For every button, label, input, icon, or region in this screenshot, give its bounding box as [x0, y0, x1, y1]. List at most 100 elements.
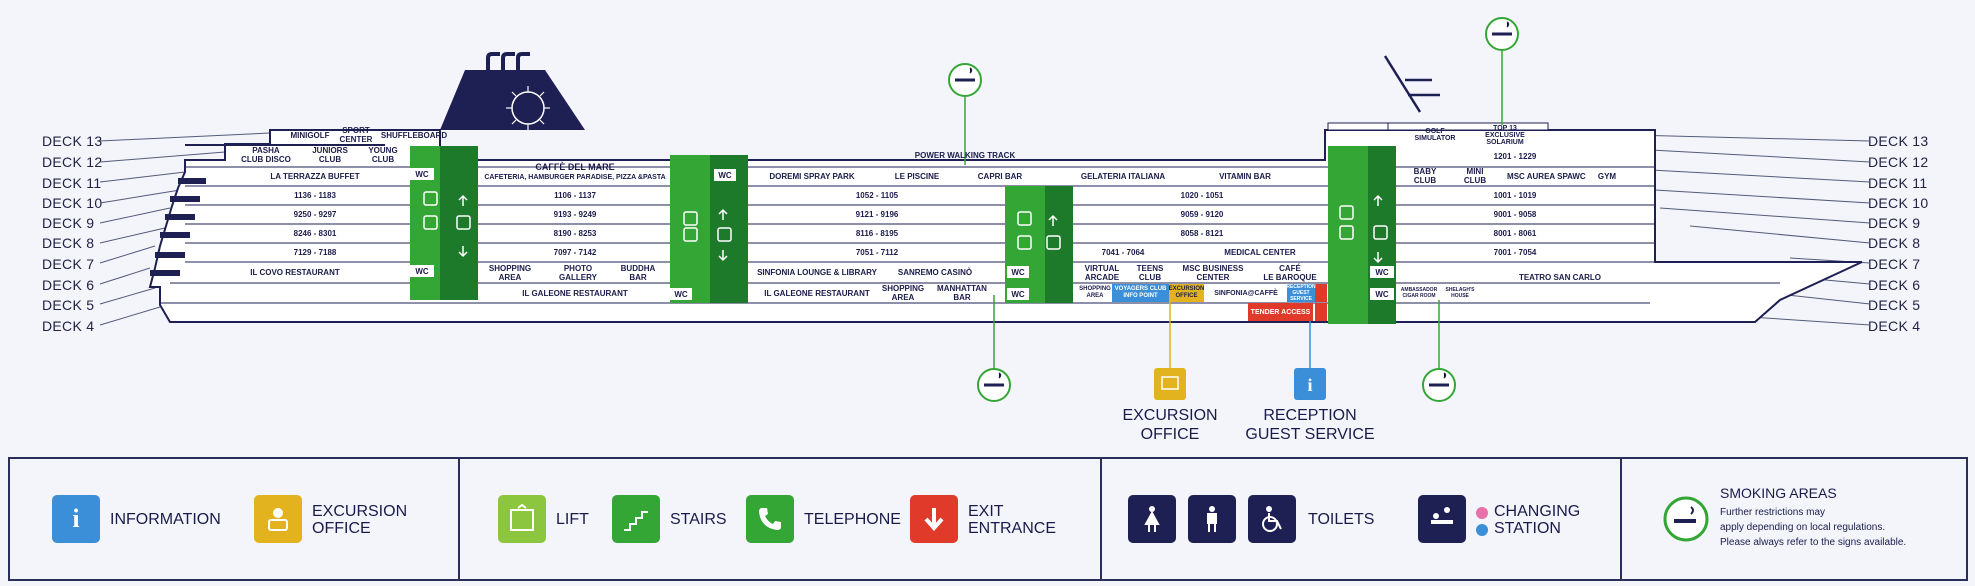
- deck-label: DECK 4: [1868, 318, 1921, 334]
- cabin-range: 7051 - 7112: [855, 248, 899, 257]
- wc-tag: WC: [410, 168, 434, 180]
- legend-stairs-label: STAIRS: [670, 511, 727, 528]
- cabin-range: 8116 - 8195: [855, 229, 899, 238]
- wc-tag: WC: [1007, 288, 1029, 300]
- zone-teens-club: TEENS CLUB: [1136, 263, 1164, 282]
- zone-shopping-area: SHOPPING AREA: [1079, 286, 1111, 299]
- callout-reception: RECEPTION GUEST SERVICE: [1245, 407, 1375, 443]
- deck-label: DECK 12: [1868, 154, 1929, 170]
- deck-label: DECK 10: [1868, 195, 1929, 211]
- zone-voyagers-club: VOYAGERS CLUB INFO POINT: [1114, 286, 1167, 299]
- legend-smoking-title: SMOKING AREAS: [1720, 485, 1837, 501]
- excursion-icon: [1154, 368, 1186, 400]
- cabin-range: 7001 - 7054: [1493, 248, 1537, 257]
- deck-label: DECK 5: [42, 297, 95, 313]
- deck-label: DECK 6: [42, 277, 95, 293]
- zone-cafe-le-baroque: CAFÉ LE BAROQUE: [1263, 263, 1317, 282]
- cabin-range: 8058 - 8121: [1180, 229, 1224, 238]
- wc-tag: WC: [714, 169, 736, 181]
- wc-tag: WC: [1370, 266, 1394, 278]
- cabin-range: 8190 - 8253: [553, 229, 597, 238]
- zone-sinfonia-caffe: SINFONIA@CAFFÈ: [1214, 289, 1278, 297]
- cabin-range: 9250 - 9297: [293, 210, 337, 219]
- cabin-range: 8001 - 8061: [1493, 229, 1537, 238]
- voyagers-block: [1112, 284, 1169, 302]
- zone-caffe-subtitle: CAFETERIA, HAMBURGER PARADISE, PIZZA &PA…: [484, 173, 666, 181]
- exit-block: [1315, 303, 1327, 321]
- zone-aurea-spa: MSC AUREA SPA: [1507, 171, 1573, 181]
- zone-shelaghs-house: SHELAGH'S HOUSE: [1445, 287, 1475, 299]
- cabin-range: 1020 - 1051: [1180, 191, 1224, 200]
- zone-ambassador-cigar: AMBASSADOR CIGAR ROOM: [1400, 287, 1438, 299]
- legend-smoking-note: Further restrictions may: [1720, 507, 1826, 518]
- no-smoking-icon: [1663, 496, 1709, 542]
- callout-excursion-office: EXCURSION OFFICE: [1122, 407, 1218, 443]
- legend-divider: [1100, 459, 1102, 579]
- zone-tender-access: TENDER ACCESS: [1250, 308, 1311, 316]
- zone-galeone-restaurant: IL GALEONE RESTAURANT: [522, 289, 628, 298]
- zone-medical-center: MEDICAL CENTER: [1224, 248, 1296, 257]
- cabin-range: 7041 - 7064: [1101, 248, 1145, 257]
- zone-sinfonia-lounge: SINFONIA LOUNGE & LIBRARY: [757, 268, 877, 277]
- excursion-block: [1169, 284, 1204, 302]
- zone-shuffleboard: SHUFFLEBOARD: [380, 130, 448, 140]
- column-icons: [423, 191, 1388, 264]
- deck-label: DECK 10: [42, 195, 103, 211]
- legend-smoking-note: Please always refer to the signs availab…: [1720, 537, 1907, 548]
- deck-label: DECK 13: [1868, 133, 1929, 149]
- male-toilet-icon: [1188, 495, 1236, 543]
- zone-juniors-club: JUNIORS CLUB: [312, 146, 348, 164]
- zone-sport-center: SPORT CENTER: [339, 126, 373, 144]
- zone-manhattan-bar: MANHATTAN BAR: [937, 283, 987, 302]
- funnel: [440, 70, 585, 130]
- stairs-icon: [612, 495, 660, 543]
- cabin-range: 9059 - 9120: [1180, 210, 1224, 219]
- cabin-range: 9121 - 9196: [855, 210, 899, 219]
- wc-tag: WC: [1007, 266, 1029, 278]
- cabin-range: 1201 - 1229: [1493, 151, 1537, 161]
- legend-telephone-label: TELEPHONE: [804, 511, 901, 528]
- zone-buddha-bar: BUDDHA BAR: [620, 263, 656, 282]
- zone-shopping-area: SHOPPING AREA: [881, 283, 925, 302]
- legend-lift-label: LIFT: [556, 511, 589, 528]
- deck-label: DECK 5: [1868, 297, 1921, 313]
- changing-station-icon: [1418, 495, 1466, 543]
- deck-label: DECK 12: [42, 154, 103, 170]
- legend-information-label: INFORMATION: [110, 511, 221, 528]
- zone-vitamin-bar: VITAMIN BAR: [1219, 172, 1271, 181]
- cigarette-glyphs: [955, 32, 1512, 387]
- wc-tag: WC: [670, 288, 692, 300]
- tender-block: [1248, 303, 1313, 321]
- mast: [1383, 55, 1440, 113]
- wheelchair-icon: [1248, 495, 1296, 543]
- wc-tag: WC: [410, 265, 434, 277]
- cabin-range: 9193 - 9249: [553, 210, 597, 219]
- zone-galeone-restaurant: IL GALEONE RESTAURANT: [764, 289, 870, 298]
- zone-golf-simulator: GOLF SIMULATOR: [1414, 128, 1456, 142]
- cabin-range: 9001 - 9058: [1493, 210, 1537, 219]
- deck-label: DECK 7: [42, 256, 95, 272]
- exit-icon: [910, 495, 958, 543]
- telephone-icon: [746, 495, 794, 543]
- zone-doremi-spray-park: DOREMI SPRAY PARK: [769, 172, 855, 181]
- zone-virtual-arcade: VIRTUAL ARCADE: [1084, 263, 1120, 282]
- zone-photo-gallery: PHOTO GALLERY: [559, 263, 597, 282]
- cabin-range: 1106 - 1137: [554, 191, 596, 200]
- zone-young-club: YOUNG CLUB: [368, 146, 398, 164]
- cabin-range: 7129 - 7188: [293, 248, 337, 257]
- zone-capri-bar: CAPRI BAR: [977, 172, 1023, 181]
- zone-reception: RECEPTION GUEST SERVICE: [1286, 284, 1316, 302]
- legend-smoking-note: apply depending on local regulations.: [1720, 522, 1886, 533]
- cabin-range: 8246 - 8301: [293, 229, 337, 238]
- zone-excursion-office: EXCURSION OFFICE: [1168, 286, 1205, 299]
- deck-label: DECK 11: [1868, 175, 1928, 191]
- zone-covo-restaurant: IL COVO RESTAURANT: [250, 268, 340, 277]
- funnel-pipes: [486, 52, 530, 70]
- msc-logo-rays: [506, 86, 550, 130]
- zone-teatro-san-carlo: TEATRO SAN CARLO: [1518, 272, 1602, 282]
- zone-mini-club: MINI CLUB: [1463, 167, 1487, 185]
- zone-pasha-club: PASHA CLUB DISCO: [241, 146, 291, 164]
- zone-minigolf: MINIGOLF: [290, 130, 330, 140]
